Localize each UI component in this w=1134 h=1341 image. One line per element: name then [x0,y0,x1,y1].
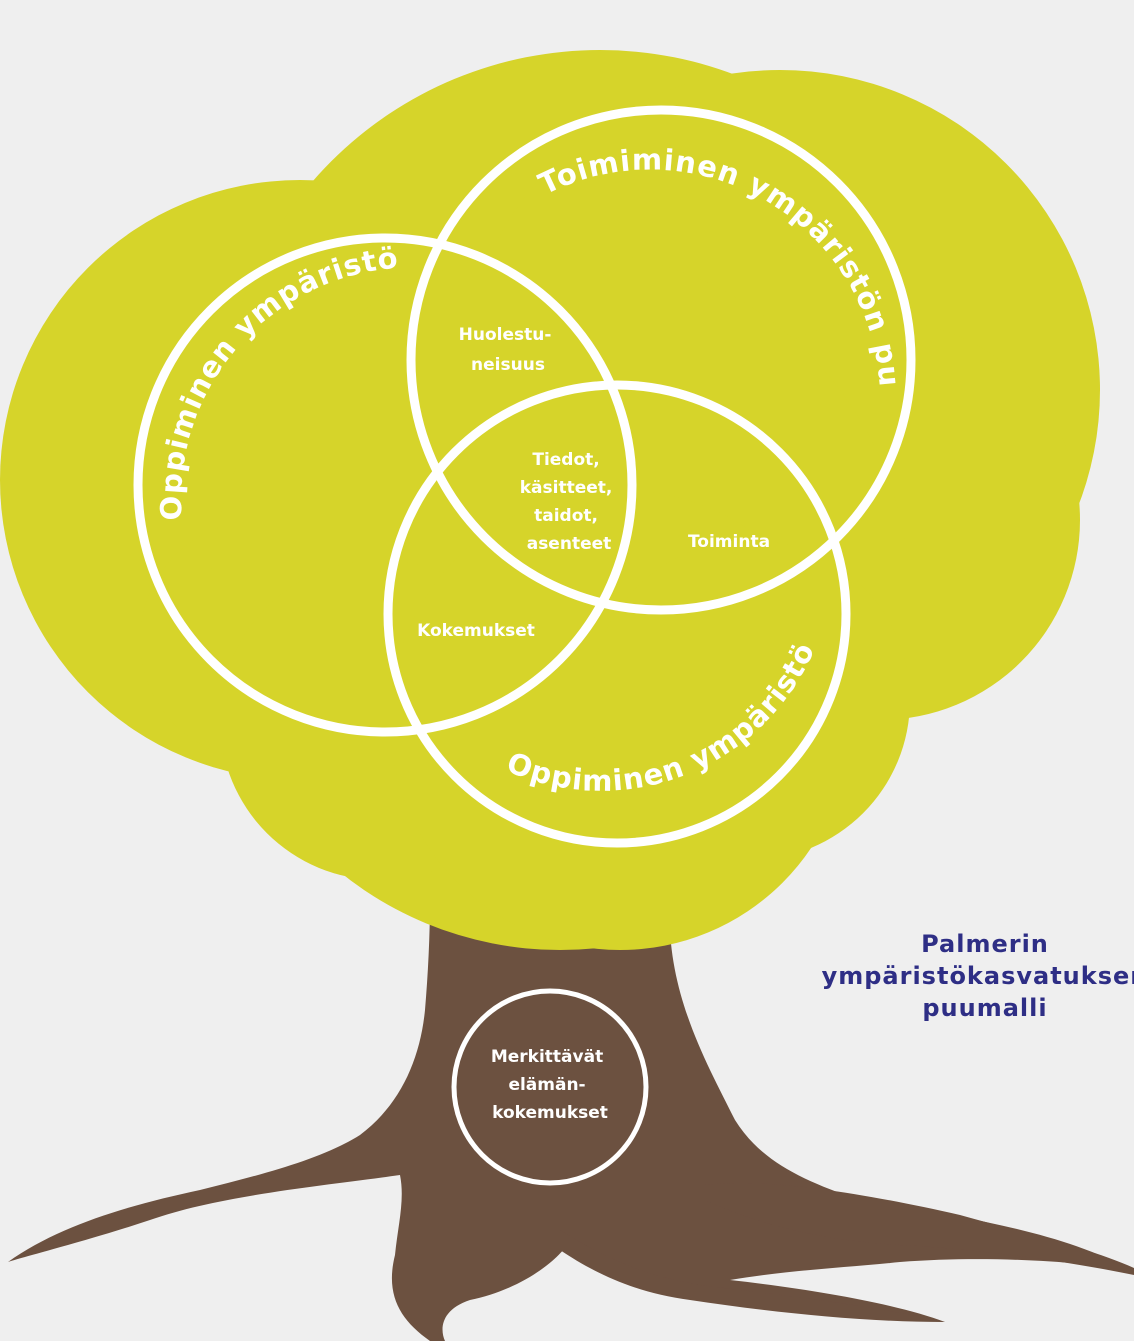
title-line-2: ympäristökasvatuksen [821,962,1134,990]
title-line-3: puumalli [922,994,1048,1022]
venn-circle-left [133,233,637,737]
intersection-center-label: Tiedot, käsitteet, taidot, asenteet [520,450,619,554]
root-circle-label: Merkittävät elämän- kokemukset [491,1047,609,1123]
intersection-left-label: Kokemukset [417,621,535,641]
intersection-right-label: Toiminta [688,532,770,552]
root-experience-circle: Merkittävät elämän- kokemukset [451,988,649,1186]
title-line-1: Palmerin [921,930,1049,958]
venn-circle-bottom [383,380,851,848]
venn-circle-right [406,105,916,615]
intersection-top-label: Huolestu- neisuus [459,325,558,375]
venn-diagram [133,105,916,848]
diagram-title: Palmerin ympäristökasvatuksen puumalli [820,928,1134,1024]
